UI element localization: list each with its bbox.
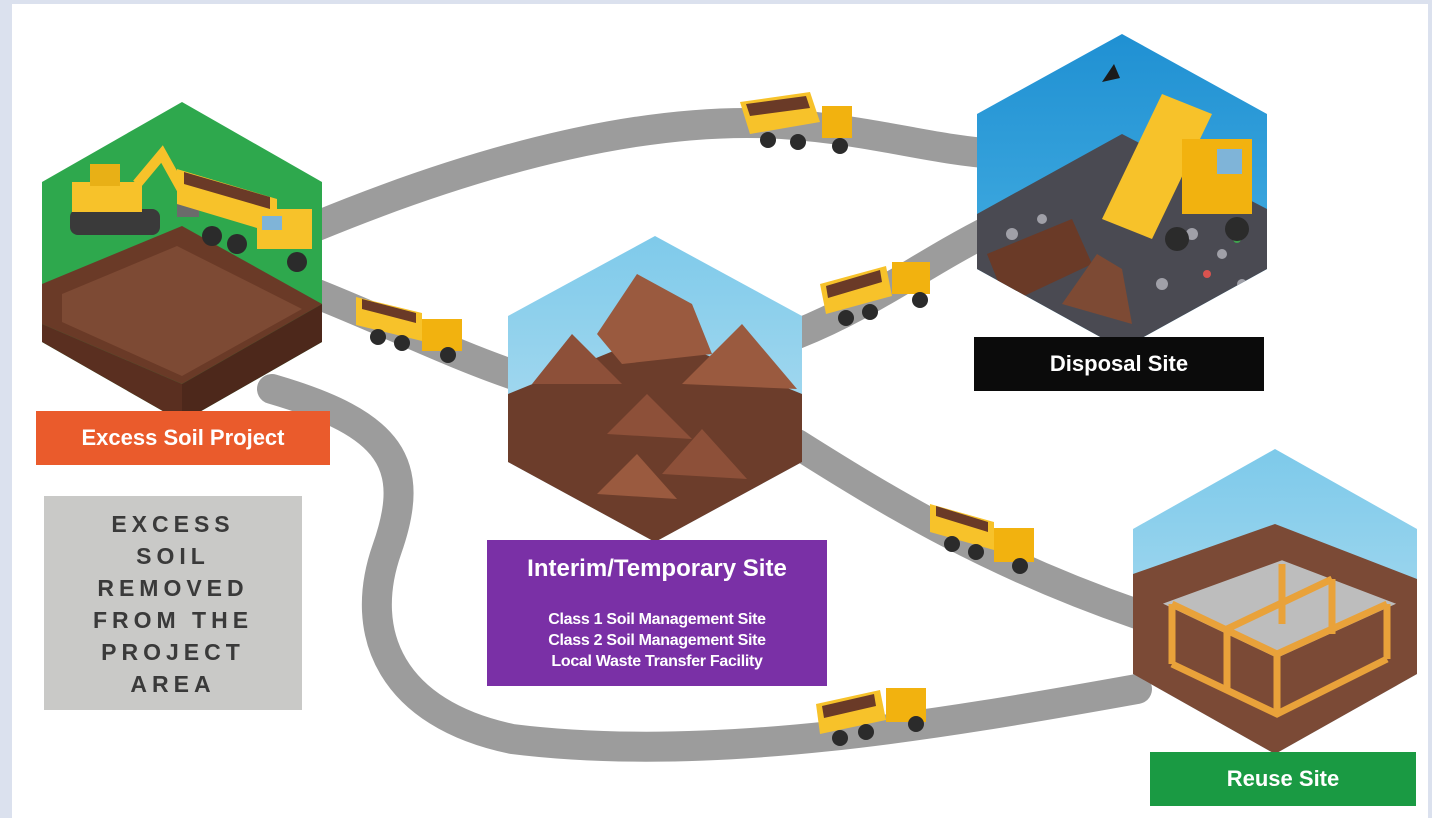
- excess-soil-project-label: Excess Soil Project: [36, 411, 330, 465]
- reuse-site-label: Reuse Site: [1150, 752, 1416, 806]
- interim-site-types: Class 1 Soil Management Site Class 2 Soi…: [487, 596, 827, 686]
- interim-site-label: Interim/Temporary Site: [487, 540, 827, 598]
- interim-site-type: Class 1 Soil Management Site: [548, 611, 766, 628]
- disposal-site-scene: [977, 34, 1267, 349]
- road-trucks: [356, 92, 1034, 746]
- dump-truck-icon: [1102, 94, 1252, 251]
- roads: [257, 107, 1152, 762]
- dump-truck-icon: [930, 504, 1034, 574]
- dump-truck-icon: [816, 688, 926, 746]
- disposal-site-label: Disposal Site: [974, 337, 1264, 391]
- interim-site-type: Class 2 Soil Management Site: [548, 632, 766, 649]
- soil-flow-diagram: Excess Soil Project Disposal Site Interi…: [12, 4, 1428, 818]
- interim-site-scene: [508, 236, 802, 542]
- dump-truck-icon: [177, 169, 312, 272]
- note-text: EXCESS SOIL REMOVED FROM THE PROJECT ARE…: [92, 511, 254, 697]
- road-project-to-reuse: [257, 374, 1152, 762]
- bird-icon: [1102, 64, 1120, 82]
- dump-truck-icon: [740, 92, 852, 154]
- building-frame-icon: [1162, 560, 1397, 718]
- dump-truck-icon: [820, 262, 930, 326]
- road-project-to-disposal: [302, 107, 1012, 241]
- note-box: EXCESS SOIL REMOVED FROM THE PROJECT ARE…: [44, 496, 302, 710]
- dump-truck-icon: [356, 297, 462, 363]
- reuse-site-scene: [1133, 449, 1417, 754]
- interim-site-type: Local Waste Transfer Facility: [551, 653, 763, 670]
- soil-pile-icon: [532, 274, 797, 499]
- diagram-scene: [42, 34, 1417, 762]
